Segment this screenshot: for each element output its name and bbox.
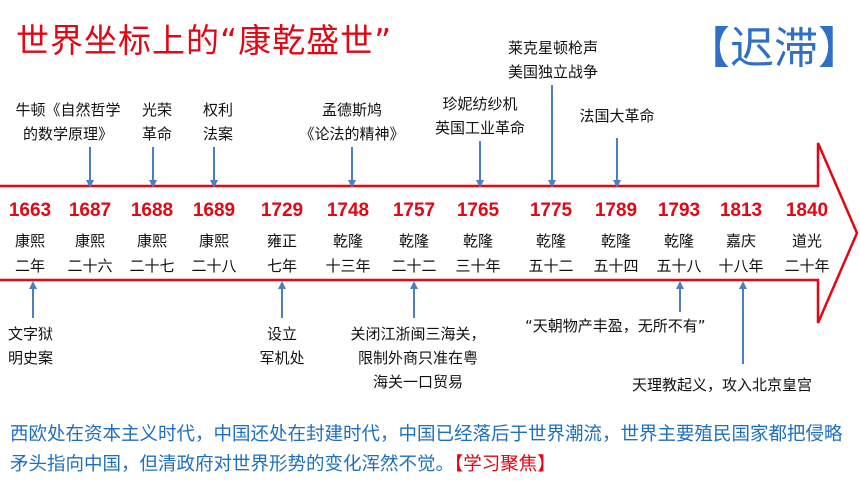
timeline-era-name: 乾隆 bbox=[600, 232, 632, 250]
timeline-reign: 康熙二年 bbox=[15, 229, 45, 279]
event-council-line2: 军机处 bbox=[259, 349, 305, 367]
event-glorious-line1: 光荣 bbox=[141, 101, 173, 119]
event-montesquieu: 孟德斯鸠 《论法的精神》 bbox=[299, 98, 404, 146]
event-montesquieu-line1: 孟德斯鸠 bbox=[321, 101, 383, 119]
timeline-era-name: 乾隆 bbox=[462, 232, 494, 250]
page-title: 世界坐标上的“康乾盛世” bbox=[16, 21, 393, 60]
timeline-year: 1765 bbox=[456, 200, 500, 221]
timeline-year: 1775 bbox=[529, 200, 573, 221]
timeline-era-year: 二十七 bbox=[129, 257, 175, 275]
timeline-reign: 道光二十年 bbox=[784, 229, 829, 279]
event-lexington: 莱克星顿枪声 美国独立战争 bbox=[508, 36, 598, 84]
timeline-year: 1813 bbox=[719, 200, 763, 221]
event-closed-line2: 限制外商只准在粤 bbox=[357, 349, 479, 367]
learning-focus-label: 【学习聚焦】 bbox=[454, 454, 556, 475]
event-tianchao-quote: “天朝物产丰盈，无所不有” bbox=[525, 317, 706, 335]
timeline-reign: 乾隆三十年 bbox=[455, 229, 500, 279]
timeline-year: 1840 bbox=[785, 200, 829, 221]
timeline-era-name: 嘉庆 bbox=[725, 232, 757, 250]
event-tianli-uprising: 天理教起义，攻入北京皇宫 bbox=[632, 376, 813, 394]
summary-text: 西欧处在资本主义时代，中国还处在封建时代，中国已经落后于世界潮流，世界主要殖民国… bbox=[10, 420, 855, 480]
timeline-year: 1688 bbox=[130, 200, 174, 221]
timeline-year: 1789 bbox=[594, 200, 638, 221]
event-rights-line2: 法案 bbox=[202, 125, 234, 143]
event-council-line1: 设立 bbox=[266, 325, 298, 343]
event-newton-line1: 牛顿《自然哲学 bbox=[15, 101, 121, 119]
event-lexington-line2: 美国独立战争 bbox=[507, 63, 599, 81]
timeline-year: 1757 bbox=[392, 200, 436, 221]
timeline-era-year: 二十二 bbox=[391, 257, 437, 275]
timeline-reign: 乾隆十三年 bbox=[325, 229, 370, 279]
timeline-era-year: 十八年 bbox=[718, 257, 764, 275]
timeline-era-name: 乾隆 bbox=[332, 232, 364, 250]
timeline-year: 1748 bbox=[326, 200, 370, 221]
event-glorious-line2: 革命 bbox=[141, 125, 173, 143]
summary-body: 西欧处在资本主义时代，中国还处在封建时代，中国已经落后于世界潮流，世界主要殖民国… bbox=[10, 424, 843, 475]
event-montesquieu-line2: 《论法的精神》 bbox=[299, 125, 405, 143]
timeline-era-year: 五十八 bbox=[656, 257, 702, 275]
timeline-reign: 康熙二十六 bbox=[67, 229, 112, 279]
event-bill-of-rights: 权利 法案 bbox=[203, 98, 233, 146]
event-jenny-line2: 英国工业革命 bbox=[434, 119, 526, 137]
event-spinning-jenny: 珍妮纺纱机 英国工业革命 bbox=[435, 92, 525, 140]
stagnation-stamp: 【迟滞】 bbox=[686, 23, 860, 74]
timeline-era-year: 二十八 bbox=[191, 257, 237, 275]
event-glorious-revolution: 光荣 革命 bbox=[142, 98, 172, 146]
timeline-reign: 康熙二十八 bbox=[191, 229, 236, 279]
timeline-era-name: 雍正 bbox=[266, 232, 298, 250]
event-closed-line1: 关闭江浙闽三海关， bbox=[350, 325, 486, 343]
event-newton: 牛顿《自然哲学 的数学原理》 bbox=[15, 98, 120, 146]
event-jenny-line1: 珍妮纺纱机 bbox=[442, 95, 518, 113]
event-literary-line1: 文字狱 bbox=[8, 325, 54, 343]
timeline-year: 1793 bbox=[657, 200, 701, 221]
timeline-era-year: 七年 bbox=[266, 257, 298, 275]
timeline-era-year: 五十四 bbox=[593, 257, 639, 275]
timeline-era-year: 二年 bbox=[14, 257, 46, 275]
timeline-era-year: 十三年 bbox=[325, 257, 371, 275]
timeline-era-name: 乾隆 bbox=[663, 232, 695, 250]
event-closed-line3: 海关一口贸易 bbox=[372, 373, 464, 391]
timeline-reign: 乾隆五十八 bbox=[656, 229, 701, 279]
timeline-era-name: 乾隆 bbox=[535, 232, 567, 250]
event-literary-line2: 明史案 bbox=[8, 349, 54, 367]
event-grand-council: 设立 军机处 bbox=[259, 322, 304, 370]
event-canton-system: 关闭江浙闽三海关， 限制外商只准在粤 海关一口贸易 bbox=[350, 322, 485, 394]
timeline-year: 1687 bbox=[68, 200, 112, 221]
event-lexington-line1: 莱克星顿枪声 bbox=[507, 39, 599, 57]
timeline-reign: 嘉庆十八年 bbox=[718, 229, 763, 279]
timeline-era-name: 康熙 bbox=[198, 232, 230, 250]
event-literary-inquisition: 文字狱 明史案 bbox=[8, 322, 53, 370]
timeline-reign: 乾隆二十二 bbox=[391, 229, 436, 279]
timeline-era-name: 乾隆 bbox=[398, 232, 430, 250]
timeline-reign: 雍正七年 bbox=[267, 229, 297, 279]
timeline-reign: 乾隆五十四 bbox=[593, 229, 638, 279]
event-newton-line2: 的数学原理》 bbox=[22, 125, 114, 143]
timeline-era-year: 三十年 bbox=[455, 257, 501, 275]
timeline-reign: 康熙二十七 bbox=[129, 229, 174, 279]
timeline-era-year: 二十六 bbox=[67, 257, 113, 275]
timeline-year: 1729 bbox=[260, 200, 304, 221]
timeline-reign: 乾隆五十二 bbox=[528, 229, 573, 279]
event-french-line1: 法国大革命 bbox=[579, 107, 655, 125]
timeline-era-year: 五十二 bbox=[528, 257, 574, 275]
timeline-era-name: 康熙 bbox=[136, 232, 168, 250]
timeline-year: 1663 bbox=[8, 200, 52, 221]
event-french-revolution: 法国大革命 bbox=[579, 104, 654, 128]
event-rights-line1: 权利 bbox=[202, 101, 234, 119]
timeline-era-name: 康熙 bbox=[14, 232, 46, 250]
timeline-year: 1689 bbox=[192, 200, 236, 221]
timeline-era-name: 道光 bbox=[791, 232, 823, 250]
timeline-era-name: 康熙 bbox=[74, 232, 106, 250]
timeline-era-year: 二十年 bbox=[784, 257, 830, 275]
timeline-arrow bbox=[0, 142, 859, 324]
